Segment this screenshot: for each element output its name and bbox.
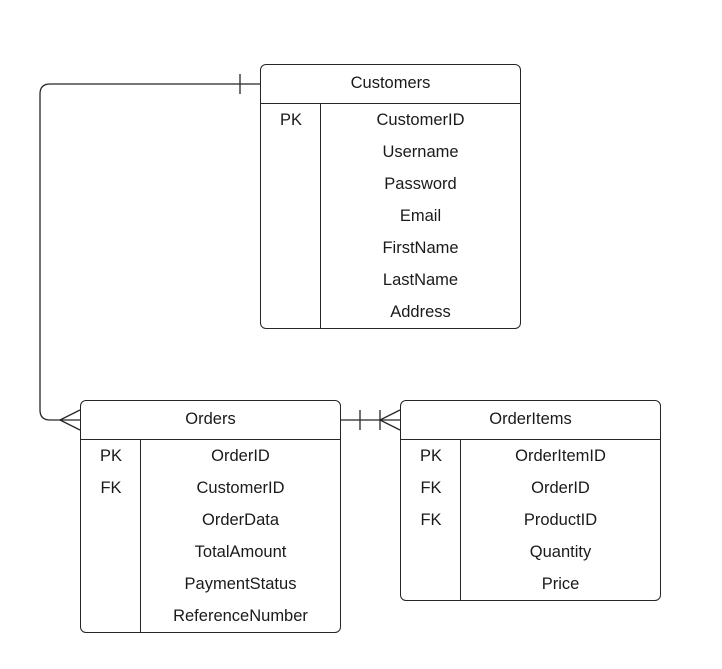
attribute-row: Quantity bbox=[401, 536, 660, 568]
attribute-name: FirstName bbox=[382, 239, 459, 257]
key-label bbox=[261, 296, 321, 328]
key-label: PK bbox=[419, 447, 442, 465]
attribute-name: Quantity bbox=[529, 543, 592, 561]
attribute-row: FK OrderID bbox=[401, 472, 660, 504]
attribute-row: FK ProductID bbox=[401, 504, 660, 536]
attribute-name: OrderItemID bbox=[515, 447, 606, 465]
attribute-row: PK OrderItemID bbox=[401, 440, 660, 472]
attribute-name: ReferenceNumber bbox=[173, 607, 308, 625]
key-label bbox=[261, 136, 321, 168]
entity-attributes-customers: PK CustomerID Username Password Email Fi… bbox=[261, 104, 520, 328]
key-label bbox=[81, 504, 141, 536]
attribute-name: Address bbox=[390, 303, 451, 321]
key-label: FK bbox=[420, 511, 442, 529]
key-label: PK bbox=[99, 447, 122, 465]
entity-title-orders: Orders bbox=[81, 401, 340, 440]
attribute-name: TotalAmount bbox=[194, 543, 287, 561]
attribute-name: LastName bbox=[382, 271, 459, 289]
attribute-row: TotalAmount bbox=[81, 536, 340, 568]
attribute-name: CustomerID bbox=[196, 479, 285, 497]
attribute-row: LastName bbox=[261, 264, 520, 296]
entity-title-customers: Customers bbox=[261, 65, 520, 104]
relationship-orders-orderitems bbox=[340, 409, 401, 431]
attribute-name: OrderID bbox=[211, 447, 270, 465]
key-column-divider bbox=[320, 104, 321, 328]
key-label bbox=[261, 168, 321, 200]
relationship-line-customers-orders bbox=[39, 83, 260, 421]
attribute-row: ReferenceNumber bbox=[81, 600, 340, 632]
attribute-row: FirstName bbox=[261, 232, 520, 264]
key-label bbox=[261, 200, 321, 232]
attribute-name: PaymentStatus bbox=[184, 575, 297, 593]
attribute-row: Password bbox=[261, 168, 520, 200]
attribute-name: OrderData bbox=[201, 511, 280, 529]
entity-attributes-orderitems: PK OrderItemID FK OrderID FK ProductID Q… bbox=[401, 440, 660, 600]
entity-customers[interactable]: Customers PK CustomerID Username Passwor… bbox=[260, 64, 521, 329]
key-label: PK bbox=[279, 111, 302, 129]
attribute-name: Username bbox=[382, 143, 459, 161]
entity-orders[interactable]: Orders PK OrderID FK CustomerID OrderDat… bbox=[80, 400, 341, 633]
key-label bbox=[81, 536, 141, 568]
key-label bbox=[81, 568, 141, 600]
key-label bbox=[261, 232, 321, 264]
attribute-name: Email bbox=[399, 207, 442, 225]
attribute-row: PaymentStatus bbox=[81, 568, 340, 600]
attribute-name: Price bbox=[541, 575, 580, 593]
attribute-row: PK OrderID bbox=[81, 440, 340, 472]
key-label bbox=[401, 568, 461, 600]
attribute-row: Address bbox=[261, 296, 520, 328]
entity-orderitems[interactable]: OrderItems PK OrderItemID FK OrderID FK … bbox=[400, 400, 661, 601]
attribute-name: OrderID bbox=[531, 479, 590, 497]
attribute-row: FK CustomerID bbox=[81, 472, 340, 504]
attribute-row: Price bbox=[401, 568, 660, 600]
attribute-row: Email bbox=[261, 200, 520, 232]
key-label bbox=[81, 600, 141, 632]
crowfoot-many-orders bbox=[59, 409, 81, 431]
attribute-name: Password bbox=[384, 175, 457, 193]
key-label bbox=[261, 264, 321, 296]
entity-title-orderitems: OrderItems bbox=[401, 401, 660, 440]
attribute-name: CustomerID bbox=[376, 111, 465, 129]
key-label bbox=[401, 536, 461, 568]
relationship-customers-orders bbox=[39, 74, 260, 431]
key-label: FK bbox=[420, 479, 442, 497]
entity-attributes-orders: PK OrderID FK CustomerID OrderData Total… bbox=[81, 440, 340, 632]
attribute-row: Username bbox=[261, 136, 520, 168]
attribute-name: ProductID bbox=[523, 511, 598, 529]
crowfoot-many-orderitems bbox=[379, 409, 401, 431]
key-column-divider bbox=[140, 440, 141, 632]
key-column-divider bbox=[460, 440, 461, 600]
attribute-row: OrderData bbox=[81, 504, 340, 536]
key-label: FK bbox=[100, 479, 122, 497]
attribute-row: PK CustomerID bbox=[261, 104, 520, 136]
